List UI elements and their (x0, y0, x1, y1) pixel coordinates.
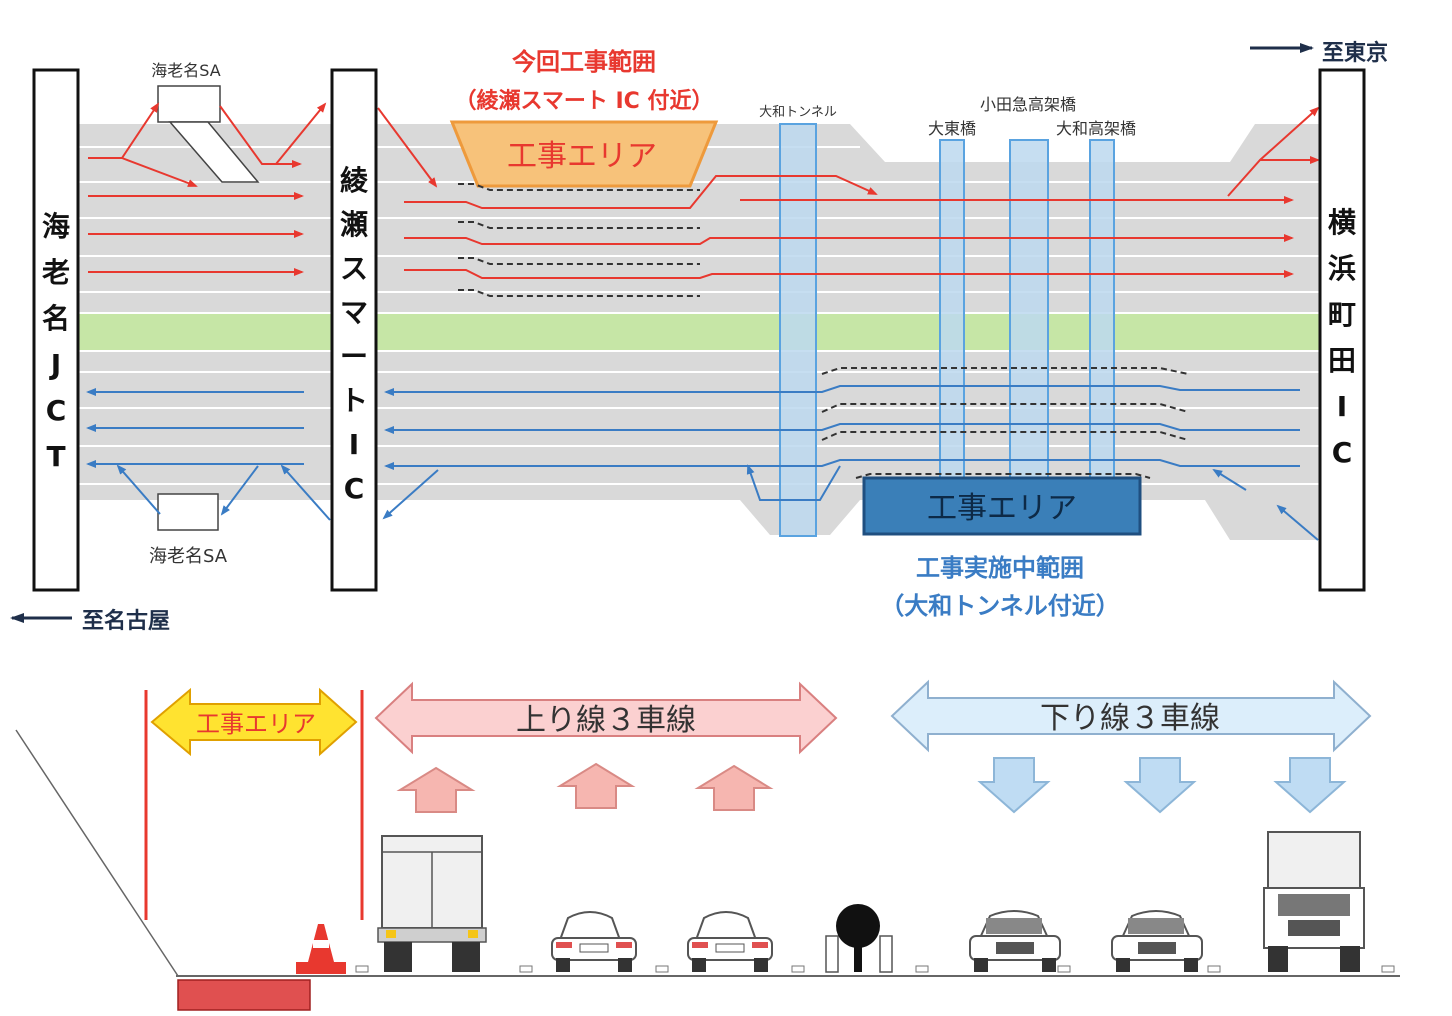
yamato-viaduct-band (1089, 139, 1115, 481)
ongoing-work-subtitle: （大和トンネル付近） (880, 592, 1120, 620)
down-lane-arrow-3 (1273, 757, 1347, 814)
ebina_jct-char: 名 (42, 302, 70, 335)
yokohama_machida_ic-char: 浜 (1328, 252, 1356, 285)
down-lane-arrows (977, 757, 1347, 814)
ebina_jct-char: J (49, 348, 61, 381)
ayase_ic-char: I (349, 428, 359, 461)
work-area-cross-label: 工事エリア (196, 710, 316, 738)
ebina_jct-char: 老 (42, 256, 70, 289)
lane-mark-2 (519, 965, 533, 973)
down-lane-arrow-2 (1123, 757, 1197, 814)
to-nagoya-label: 至名古屋 (82, 608, 170, 634)
lane-mark-6 (1057, 965, 1071, 973)
lane-mark-1 (355, 965, 369, 973)
current-work-subtitle: （綾瀬スマート IC 付近） (455, 88, 714, 114)
yamato-tunnel-label: 大和トンネル (759, 105, 837, 120)
yamato-viaduct-label: 大和高架橋 (1056, 119, 1136, 138)
odakyu-bridge-label: 小田急高架橋 (980, 95, 1076, 114)
ayase_ic-char: ス (340, 252, 368, 285)
ayase_ic-char: マ (340, 296, 368, 329)
ongoing-work-title: 工事実施中範囲 (916, 554, 1084, 582)
ongoing-work-area-label: 工事エリア (927, 491, 1077, 526)
yokohama_machida_ic-char: 田 (1328, 344, 1356, 377)
car-down-1 (969, 910, 1061, 972)
down-lanes-label: 下り線３車線 (1040, 701, 1220, 736)
car-up-2 (687, 911, 773, 972)
ayase_ic-char: ー (340, 340, 368, 373)
lane-mark-8 (1381, 965, 1395, 973)
lane-mark-5 (915, 965, 929, 973)
ayase_ic-char: 綾 (340, 164, 369, 197)
ebina_jct-char: C (46, 394, 67, 427)
ebina-sa-bottom-box (157, 493, 219, 531)
up-lanes-label: 上り線３車線 (516, 703, 696, 738)
truck-down (1263, 831, 1365, 972)
ebina-sa-bottom-label: 海老名SA (149, 546, 228, 567)
up-lane-arrow-3 (694, 764, 774, 811)
upper-shift-dashes (458, 183, 700, 297)
lower-shift-dashes (821, 367, 1189, 479)
up-lanes-double-arrow (374, 681, 838, 755)
traffic-cone (296, 924, 346, 974)
ebina-jct-post (32, 68, 80, 592)
work-barrier-block (177, 979, 311, 1011)
yokohama_machida_ic-char: C (1332, 436, 1353, 469)
current-work-area (449, 120, 719, 188)
slope-line (15, 729, 179, 977)
yokohama_machida_ic-char: I (1337, 390, 1347, 423)
yokohama_machida_ic-char: 町 (1328, 298, 1356, 331)
median-tree (825, 904, 893, 973)
up-lane-arrow-2 (556, 762, 636, 809)
ayase-ic-post (330, 68, 378, 592)
odakyu-bridge-band (1009, 139, 1049, 481)
work-area-double-arrow (150, 687, 358, 757)
to-tokyo-label: 至東京 (1322, 40, 1388, 66)
lane-mark-7 (1207, 965, 1221, 973)
yokohama-machida-ic-post (1318, 68, 1366, 592)
lane-mark-3 (655, 965, 669, 973)
car-up-1 (551, 911, 637, 972)
yokohama_machida_ic-char: 横 (1328, 206, 1356, 239)
median-strip (78, 314, 1320, 350)
down-lane-arrow-1 (977, 757, 1051, 814)
lane-mark-4 (791, 965, 805, 973)
down-lanes-double-arrow (890, 679, 1372, 753)
current-work-area-label: 工事エリア (507, 139, 657, 174)
daito-bridge-label: 大東橋 (928, 119, 976, 138)
daito-bridge-band (939, 139, 965, 481)
ebina-sa-top-box (157, 85, 221, 123)
up-lane-arrow-1 (396, 766, 476, 813)
truck-up (377, 835, 487, 972)
ebina-sa-top-label: 海老名SA (151, 61, 220, 80)
car-down-2 (1111, 910, 1203, 972)
up-lane-arrows (396, 762, 774, 813)
down-traffic-arrows (86, 385, 1319, 541)
ayase_ic-char: ト (340, 384, 368, 417)
ayase_ic-char: C (344, 472, 365, 505)
ebina_jct-char: 海 (42, 210, 70, 243)
yamato-tunnel-band (779, 123, 817, 537)
up-traffic-arrows (88, 102, 1320, 279)
current-work-title: 今回工事範囲 (512, 48, 656, 76)
ebina-sa-top-ramp (168, 121, 260, 183)
ongoing-work-area (862, 476, 1142, 536)
ayase_ic-char: 瀬 (340, 208, 368, 241)
ebina_jct-char: T (46, 440, 65, 473)
